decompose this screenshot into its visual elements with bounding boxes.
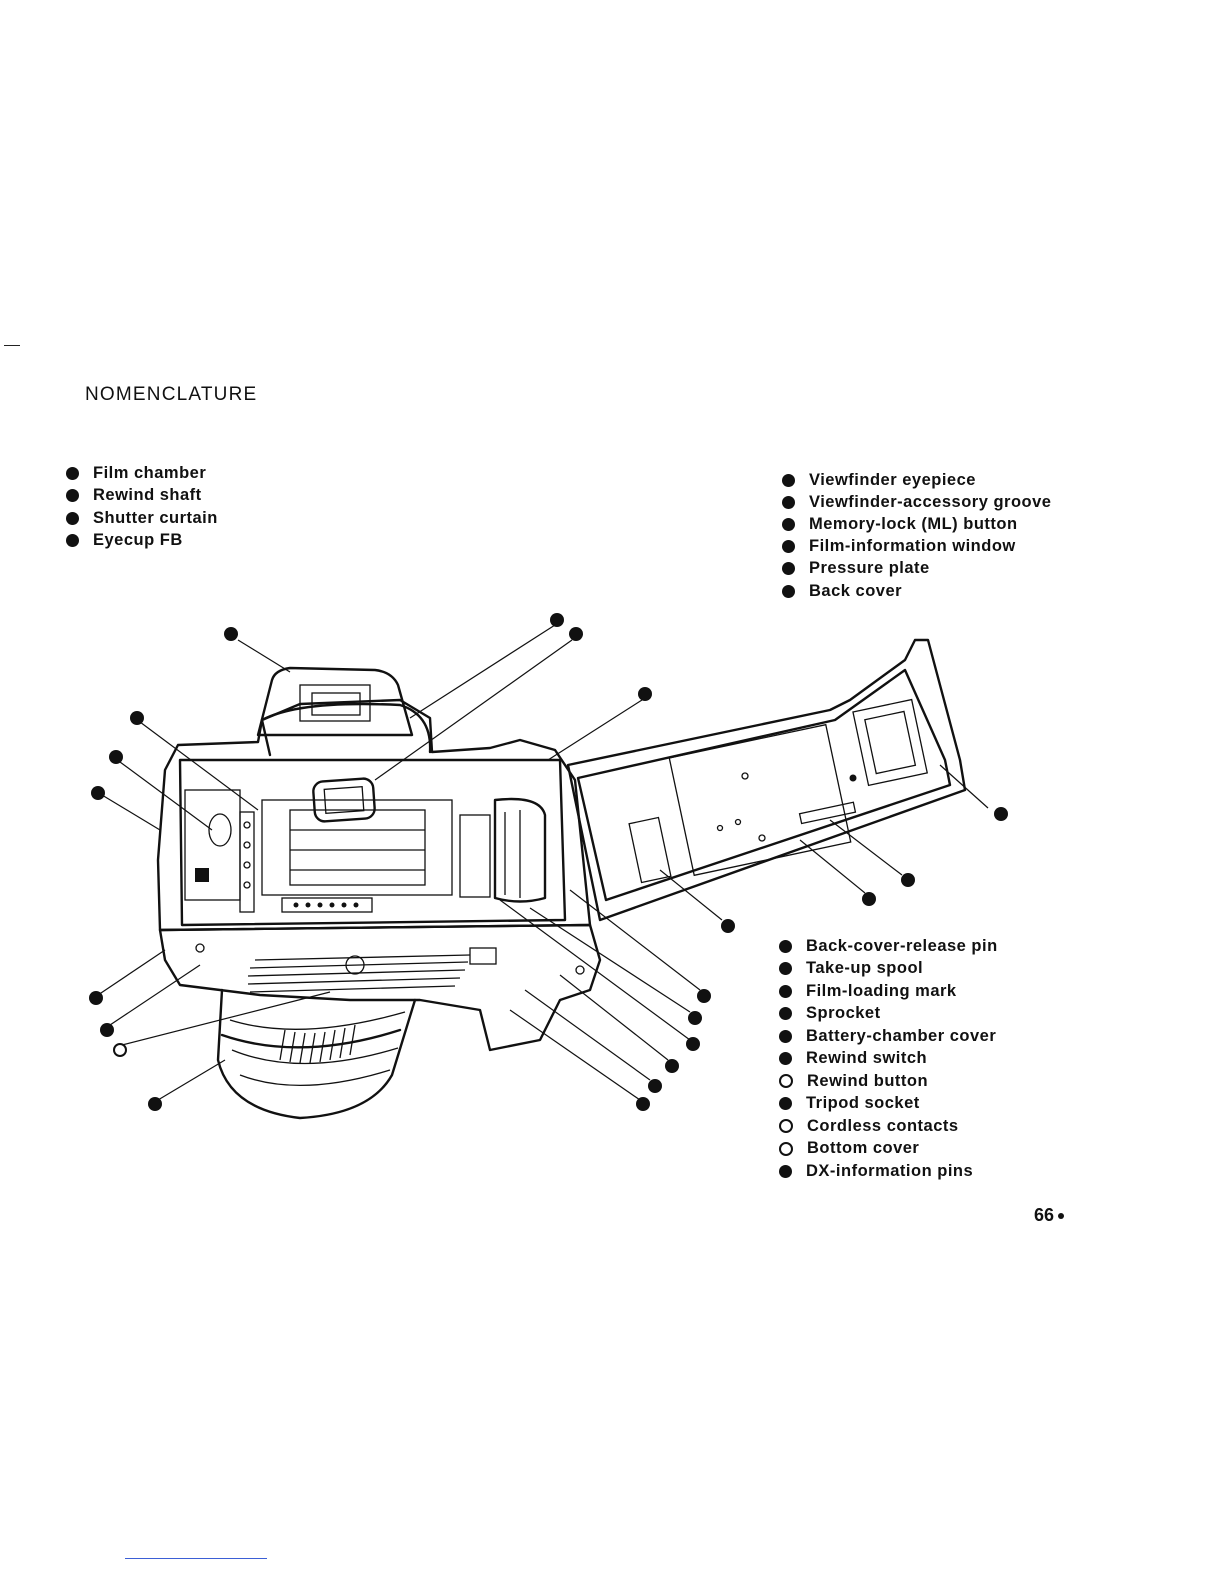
legend-item: DX-information pins [779, 1160, 998, 1183]
callout-number-badge [779, 1007, 792, 1021]
viewfinder-housing [260, 702, 432, 823]
legend-item: Bottom cover [779, 1138, 998, 1161]
callout-number-badge [782, 517, 795, 531]
callout-number-badge [779, 939, 792, 953]
legend-item-label: Pressure plate [809, 559, 930, 578]
legend-item-label: Shutter curtain [93, 508, 218, 527]
legend-item: Film chamber [66, 462, 218, 485]
callout-number-badge [782, 495, 795, 509]
legend-item-label: Back-cover-release pin [806, 936, 998, 955]
margin-dash [4, 345, 20, 346]
legend-item: Film-loading mark [779, 980, 998, 1003]
legend-item: Pressure plate [782, 558, 1051, 580]
legend-item-label: Sprocket [806, 1004, 881, 1023]
legend-item: Tripod socket [779, 1093, 998, 1116]
legend-item: Back cover [782, 580, 1051, 602]
legend-item: Film-information window [782, 536, 1051, 558]
legend-item-label: Tripod socket [806, 1094, 920, 1113]
callout-number-badge [782, 473, 795, 487]
legend-item-label: Film-loading mark [806, 981, 957, 1000]
legend-item-label: Rewind shaft [93, 486, 202, 505]
callout-number-badge [779, 1074, 793, 1089]
callout-number-badge [66, 534, 79, 548]
callout-number-badge [779, 962, 792, 976]
legend-item-label: Take-up spool [806, 959, 924, 978]
legend-item-label: Cordless contacts [807, 1116, 959, 1135]
eyecup [256, 666, 414, 737]
legend-item-label: Rewind button [807, 1071, 929, 1090]
legend-item-label: Film-information window [809, 537, 1016, 556]
bullet-dot [1058, 1212, 1065, 1219]
callout-number-badge [779, 1052, 792, 1066]
legend-item: Take-up spool [779, 958, 998, 981]
page-number: 66 [1034, 1205, 1065, 1226]
legend-item: Memory-lock (ML) button [782, 513, 1051, 535]
callout-number-badge [779, 1029, 792, 1043]
legend-item-label: Memory-lock (ML) button [809, 514, 1018, 533]
callout-number-badge [779, 1097, 792, 1111]
callout-number-badge [66, 466, 79, 480]
legend-item-label: DX-information pins [806, 1161, 974, 1180]
callout-number-badge [782, 584, 795, 598]
legend-item-label: Film chamber [93, 463, 207, 482]
callout-number-badge [66, 511, 79, 525]
legend-item: Shutter curtain [66, 507, 218, 530]
legend-item: Eyecup FB [66, 530, 218, 553]
callout-number-badge [779, 1164, 792, 1178]
legend-item: Viewfinder eyepiece [782, 469, 1051, 491]
callout-number-badge [782, 562, 795, 576]
legend-item: Rewind switch [779, 1048, 998, 1071]
legend-item-label: Back cover [809, 581, 903, 600]
legend-item: Back-cover-release pin [779, 935, 998, 958]
callout-markers [89, 613, 1008, 1111]
legend-item: Sprocket [779, 1003, 998, 1026]
lens-barrel [216, 988, 417, 1120]
legend-item: Viewfinder-accessory groove [782, 491, 1051, 513]
legend-item-label: Bottom cover [807, 1139, 920, 1158]
legend-item-label: Eyecup FB [93, 531, 183, 550]
legend-item-label: Viewfinder eyepiece [809, 470, 976, 489]
callout-number-badge [782, 540, 795, 554]
legend-item: Rewind shaft [66, 485, 218, 508]
legend-item: Battery-chamber cover [779, 1025, 998, 1048]
legend-item-label: Rewind switch [806, 1049, 928, 1068]
legend-item-label: Battery-chamber cover [806, 1026, 997, 1045]
callout-number-badge [779, 1141, 793, 1156]
page-title: NOMENCLATURE [85, 384, 258, 405]
footer-rule [125, 1558, 267, 1559]
callout-leaders [97, 624, 989, 1101]
page-number-text: 66 [1034, 1205, 1055, 1225]
camera-body [156, 698, 602, 1052]
callout-number-badge [779, 984, 792, 998]
legend-item: Cordless contacts [779, 1115, 998, 1138]
back-cover [566, 638, 967, 922]
legend-item-label: Viewfinder-accessory groove [809, 492, 1052, 511]
callout-number-badge [779, 1119, 793, 1134]
callout-number-badge [66, 489, 79, 503]
legend-item: Rewind button [779, 1070, 998, 1093]
